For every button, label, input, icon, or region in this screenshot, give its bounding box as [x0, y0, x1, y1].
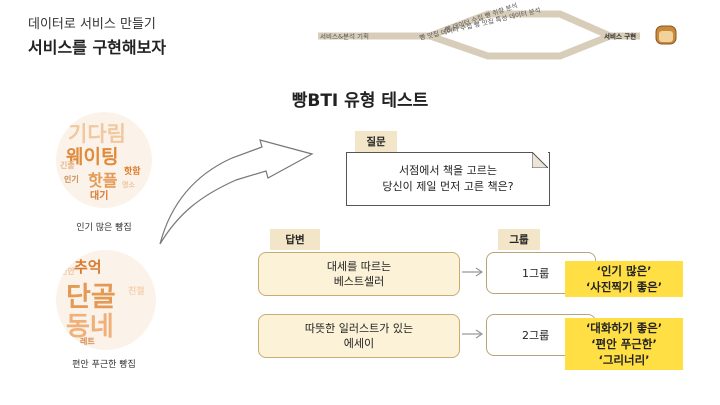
cloud-word: 대기 [90, 191, 109, 202]
cloud-caption-cozy: 편안 푸근한 빵집 [72, 360, 136, 370]
process-nav: 서비스&분석 기획 빵 데이터 수집 빵 취향 분석 빵 맛집 데이터 수집 빵… [318, 1, 677, 60]
answer-2-line-1: 따뜻한 일러스트가 있는 [304, 322, 414, 335]
answer-option-1[interactable]: 대세를 따르는 베스트셀러 [258, 252, 460, 296]
cloud-word: 웨이팅 [66, 146, 119, 168]
nav-stage-implement: 서비스 구현 [604, 32, 636, 41]
cloud-caption-popular: 인기 많은 빵집 [76, 223, 132, 233]
cloud-word: 핫함 [124, 167, 141, 177]
question-box: 서점에서 책을 고르는 당신이 제일 먼저 고른 책은? [346, 152, 550, 206]
group-1-label: 1그룹 [522, 267, 550, 280]
word-cloud-cozy: 추억 단골 동네 레트 친절 편안 [56, 250, 156, 350]
group-1-traits: ‘인기 많은’ ‘사진찍기 좋은’ [565, 261, 683, 297]
bread-icon [655, 25, 677, 45]
cloud-word: 긴줄 [60, 161, 75, 170]
groups-tag: 그룹 [498, 229, 540, 250]
cloud-word: 편안 [60, 267, 75, 276]
cloud-word: 단골 [66, 282, 116, 313]
answers-tag: 답변 [270, 229, 320, 250]
trait-label: ‘대화하기 좋은’ [585, 321, 663, 335]
section-heading: 서비스를 구현해보자 [28, 38, 167, 57]
cloud-word: 인기 [64, 175, 79, 184]
word-cloud-popular: 기다림 웨이팅 핫플 인기 핫함 대기 긴줄 명소 [56, 112, 152, 208]
cloud-word: 명소 [122, 181, 135, 189]
question-line-2: 당신이 제일 먼저 고른 책은? [382, 180, 514, 193]
nav-stage-planning: 서비스&분석 기획 [320, 32, 369, 41]
cloud-word: 레트 [80, 337, 95, 346]
cloud-word: 핫플 [88, 171, 118, 190]
answer-1-line-1: 대세를 따르는 [326, 260, 392, 273]
cloud-word: 동네 [66, 312, 114, 342]
page-title: 빵BTI 유형 테스트 [291, 91, 429, 111]
question-tag: 질문 [355, 131, 397, 152]
answer-1-line-2: 베스트셀러 [333, 275, 385, 288]
answer-option-2[interactable]: 따뜻한 일러스트가 있는 에세이 [258, 314, 460, 358]
trait-label: ‘인기 많은’ [596, 264, 652, 278]
section-subtitle: 데이터로 서비스 만들기 [28, 17, 156, 32]
cloud-word: 추억 [74, 258, 102, 276]
question-line-1: 서점에서 책을 고르는 [398, 164, 498, 177]
trait-label: ‘편안 푸근한’ [591, 337, 657, 351]
group-2-traits: ‘대화하기 좋은’ ‘편안 푸근한’ ‘그리너리’ [565, 318, 683, 370]
group-2-label: 2그룹 [522, 329, 550, 342]
cloud-word: 기다림 [68, 122, 126, 146]
trait-label: ‘사진찍기 좋은’ [585, 280, 663, 294]
nav-track-lower [318, 32, 640, 60]
answer-2-line-2: 에세이 [343, 337, 375, 350]
page-fold [532, 152, 548, 168]
cloud-word: 친절 [128, 287, 145, 297]
trait-label: ‘그리너리’ [598, 353, 650, 367]
